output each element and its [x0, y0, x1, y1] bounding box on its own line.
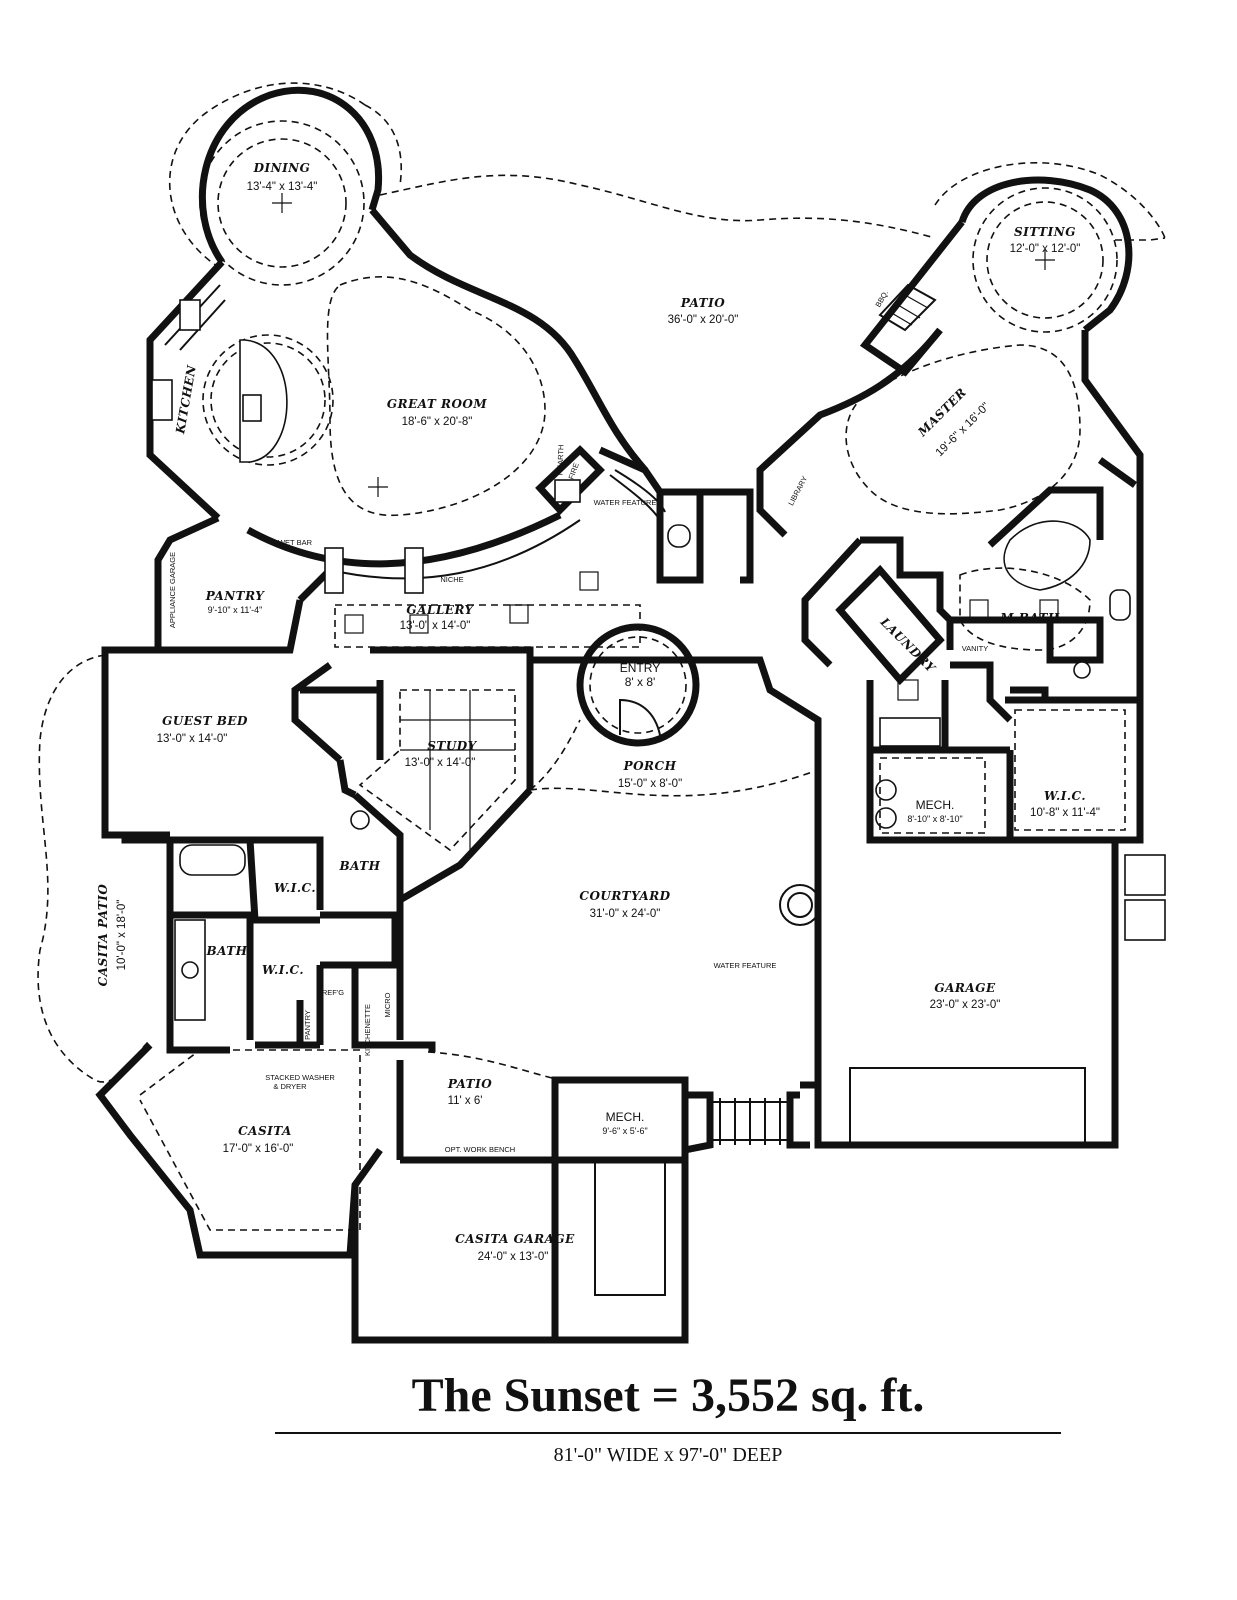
label-guest-bed: GUEST BED: [162, 714, 248, 728]
trellis: [710, 1098, 790, 1145]
sitting-rotunda: [958, 176, 1133, 333]
dim-porch: 15'-0" x 8'-0": [618, 778, 682, 790]
label-mech-1: MECH.: [916, 798, 955, 812]
dim-gallery: 13'-0" x 14'-0": [400, 620, 471, 632]
dim-patio-small: 11' x 6': [448, 1095, 483, 1107]
dim-entry: 8' x 8': [625, 675, 656, 689]
label-casita: CASITA: [238, 1124, 292, 1138]
label-bath-1: BATH: [338, 859, 380, 873]
dim-guest-bed: 13'-0" x 14'-0": [157, 733, 228, 745]
dim-sitting: 12'-0" x 12'-0": [1010, 243, 1081, 255]
fixtures: [139, 276, 1166, 1296]
dim-patio: 36'-0" x 20'-0": [668, 314, 739, 326]
label-mech-2: MECH.: [606, 1110, 645, 1124]
dim-wic-master: 10'-8" x 11'-4": [1030, 807, 1100, 819]
label-vanity: VANITY: [962, 644, 989, 653]
label-water-feature: WATER FEATURE: [714, 961, 777, 970]
dim-pantry: 9'-10" x 11'-4": [208, 605, 263, 615]
label-niche: NICHE: [440, 575, 463, 584]
dim-casita-patio: 10'-0" x 18'-0": [116, 900, 128, 971]
label-wic-2: W.I.C.: [262, 963, 304, 977]
label-porch: PORCH: [623, 759, 677, 773]
dim-dining: 13'-4" x 13'-4": [247, 181, 318, 193]
label-patio: PATIO: [680, 296, 725, 310]
label-casita-garage: CASITA GARAGE: [455, 1232, 575, 1246]
label-hearth: HEARTH: [555, 444, 565, 475]
label-pantry-small: PANTRY: [303, 1010, 312, 1040]
dim-casita: 17'-0" x 16'-0": [223, 1143, 294, 1155]
title-rule: [275, 1432, 1061, 1434]
label-gallery: GALLERY: [406, 603, 474, 617]
label-stacked-1: STACKED WASHER: [265, 1073, 335, 1082]
label-kitchen: KITCHEN: [173, 363, 199, 435]
label-stacked-2: & DRYER: [273, 1082, 307, 1091]
label-pantry: PANTRY: [205, 589, 265, 603]
label-library: LIBRARY: [786, 475, 809, 507]
label-dining: DINING: [253, 161, 311, 175]
label-m-bath: M.BATH: [999, 611, 1060, 625]
label-appliance-garage: APPLIANCE GARAGE: [168, 552, 177, 628]
label-entry: ENTRY: [620, 661, 660, 675]
label-water-feature-top: WATER FEATURE: [594, 498, 657, 507]
label-kitchenette: KITCHENETTE: [363, 1004, 372, 1056]
dim-study: 13'-0" x 14'-0": [405, 757, 476, 769]
label-wet-bar: WET BAR: [278, 538, 313, 547]
dim-mech-1: 8'-10" x 8'-10": [907, 814, 962, 824]
label-casita-patio: CASITA PATIO: [96, 884, 110, 987]
landscape-outlines: [37, 82, 1166, 1083]
label-great-room: GREAT ROOM: [387, 397, 488, 411]
label-study: STUDY: [427, 739, 477, 753]
label-wic-1: W.I.C.: [274, 881, 316, 895]
label-wic-master: W.I.C.: [1044, 789, 1086, 803]
dim-casita-garage: 24'-0" x 13'-0": [478, 1251, 549, 1263]
plan-title: The Sunset = 3,552 sq. ft.: [411, 1369, 925, 1422]
dim-garage: 23'-0" x 23'-0": [930, 999, 1001, 1011]
label-garage: GARAGE: [934, 981, 996, 995]
dining-rotunda: [198, 86, 383, 286]
interior-walls: [170, 445, 1140, 1340]
label-work-bench: OPT. WORK BENCH: [445, 1145, 515, 1154]
label-courtyard: COURTYARD: [579, 889, 670, 903]
plan-dimensions: 81'-0" WIDE x 97'-0" DEEP: [553, 1444, 783, 1466]
exterior-walls: [95, 207, 1144, 1344]
label-bath-2: BATH: [205, 944, 247, 958]
dim-courtyard: 31'-0" x 24'-0": [590, 908, 661, 920]
label-micro: MICRO: [383, 992, 392, 1017]
dim-mech-2: 9'-6" x 5'-6": [602, 1126, 647, 1136]
label-patio-small: PATIO: [447, 1077, 492, 1091]
label-refg: REF'G: [322, 988, 344, 997]
label-sitting: SITTING: [1014, 225, 1076, 239]
dim-great-room: 18'-6" x 20'-8": [402, 416, 473, 428]
